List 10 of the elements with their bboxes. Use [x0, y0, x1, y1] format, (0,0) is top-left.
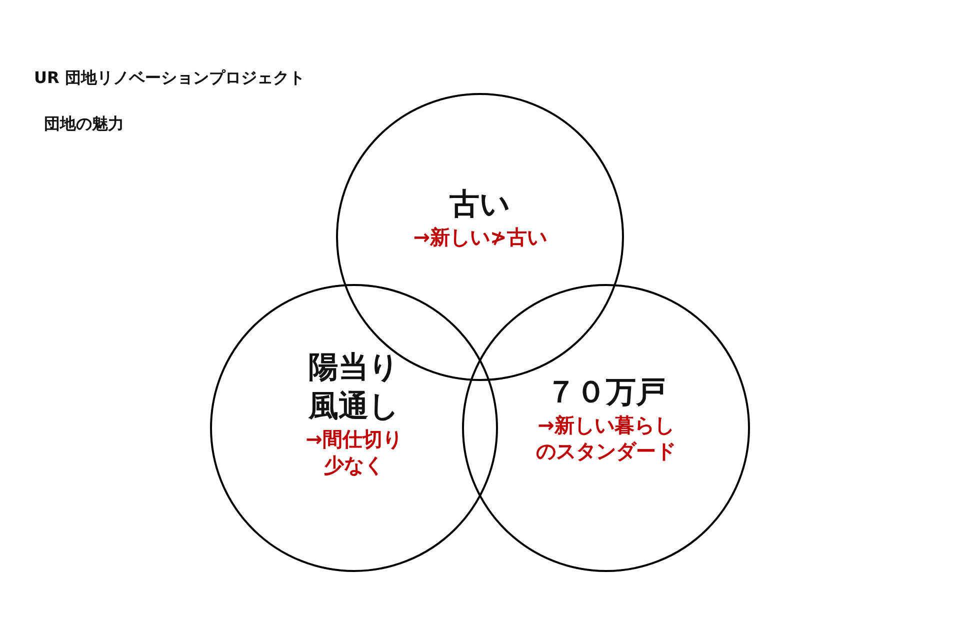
circle-note: →新しい暮らしのスタンダード	[535, 412, 677, 464]
venn-circle	[210, 284, 498, 572]
circle-note: →間仕切り少なく	[304, 426, 404, 478]
circle-heading: 陽当り風通し	[307, 349, 400, 426]
subtitle: 団地の魅力	[44, 114, 124, 135]
circle-heading: 古い	[448, 186, 512, 224]
title: UR 団地リノベーションプロジェクト	[34, 68, 305, 89]
circle-note: →新しい≯古い	[412, 224, 548, 250]
circle-heading: ７０万戸	[545, 374, 667, 412]
venn-circle	[462, 284, 750, 572]
